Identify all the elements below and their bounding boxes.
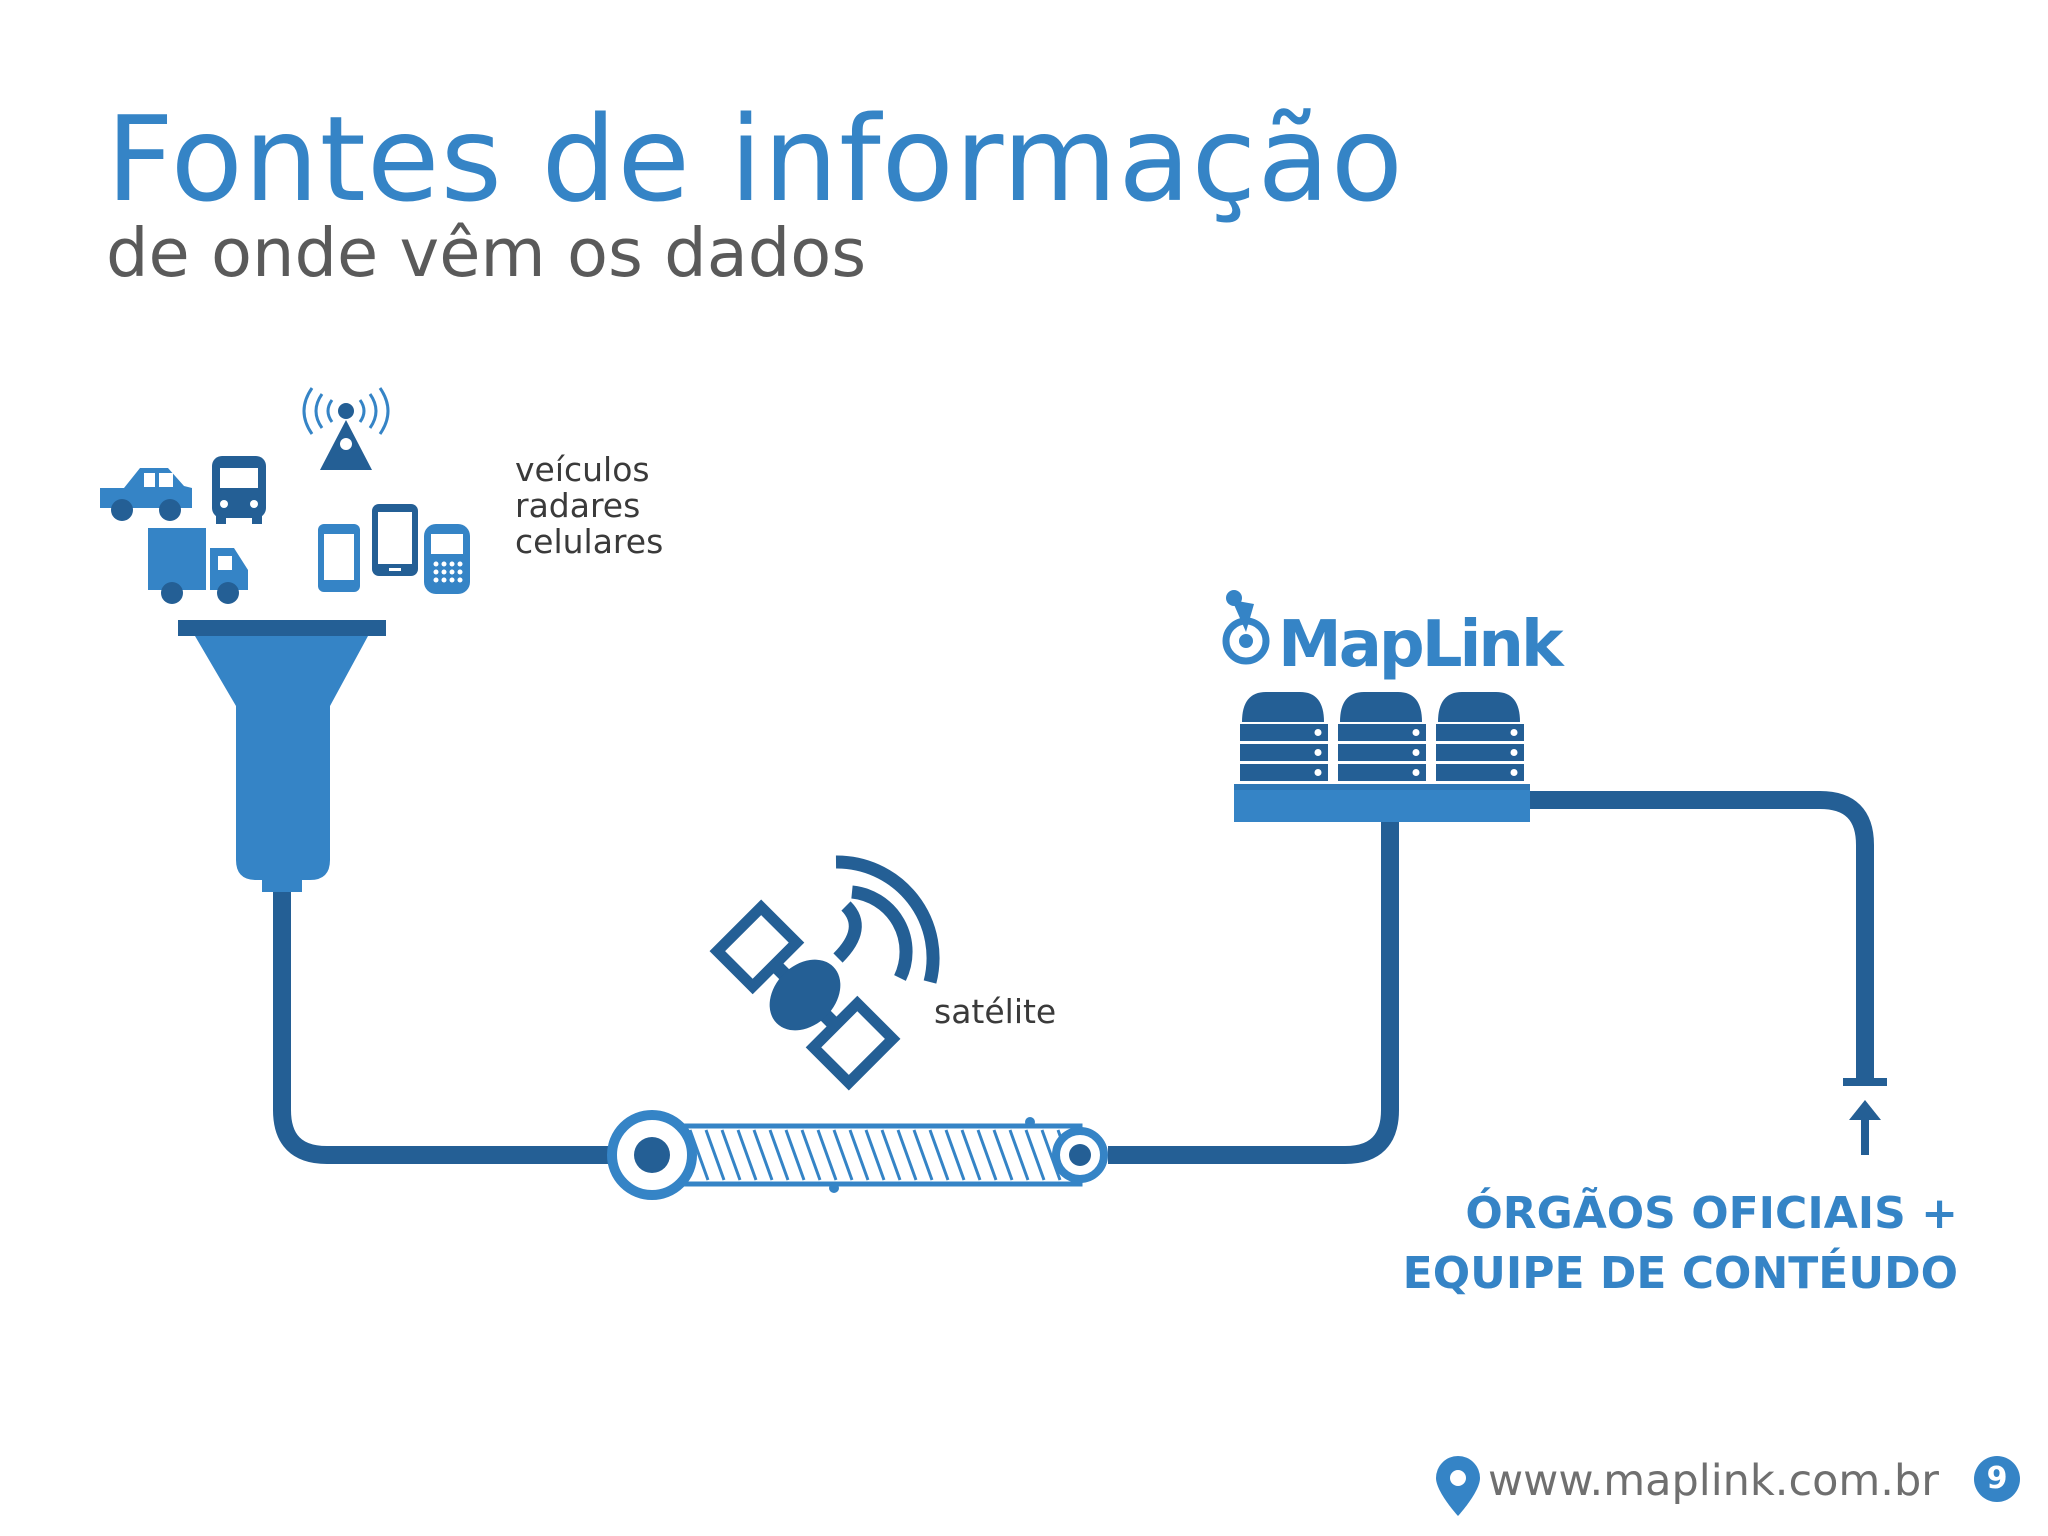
server-shelf <box>1234 784 1530 822</box>
blackberry-icon <box>424 524 470 594</box>
source-label-vehicles: veículos <box>515 450 650 489</box>
server-icon <box>1240 692 1524 781</box>
official-sources-line-2: EQUIPE DE CONTÉUDO <box>1402 1248 1958 1299</box>
footer-url[interactable]: www.maplink.com.br <box>1488 1456 1939 1506</box>
page-number-badge: 9 <box>1974 1456 2020 1502</box>
smartphone-icon <box>372 504 418 576</box>
location-pin-icon <box>1436 1456 1480 1516</box>
brand-name: MapLink <box>1278 608 1564 682</box>
official-sources-line-1: ÓRGÃOS OFICIAIS + <box>1465 1188 1958 1239</box>
conveyor-icon <box>607 1110 1108 1200</box>
maplink-logo-icon <box>1222 590 1270 665</box>
source-label-radars: radares <box>515 486 641 525</box>
funnel-icon <box>178 620 386 892</box>
source-label-phones: celulares <box>515 522 664 561</box>
pipe-left <box>273 880 610 1164</box>
arrow-up-icon <box>1849 1100 1881 1155</box>
antenna-icon <box>302 387 390 470</box>
phone-icon <box>318 524 360 592</box>
pipe-middle <box>1108 820 1399 1164</box>
bus-icon <box>212 456 266 524</box>
pipe-right <box>1525 791 1874 1080</box>
car-icon <box>100 468 192 521</box>
truck-icon <box>148 528 248 604</box>
pipe-cap <box>1843 1078 1887 1086</box>
page-subtitle: de onde vêm os dados <box>106 214 867 292</box>
page-title: Fontes de informação <box>106 90 1404 228</box>
satellite-icon <box>709 855 940 1091</box>
satellite-label: satélite <box>934 992 1057 1031</box>
